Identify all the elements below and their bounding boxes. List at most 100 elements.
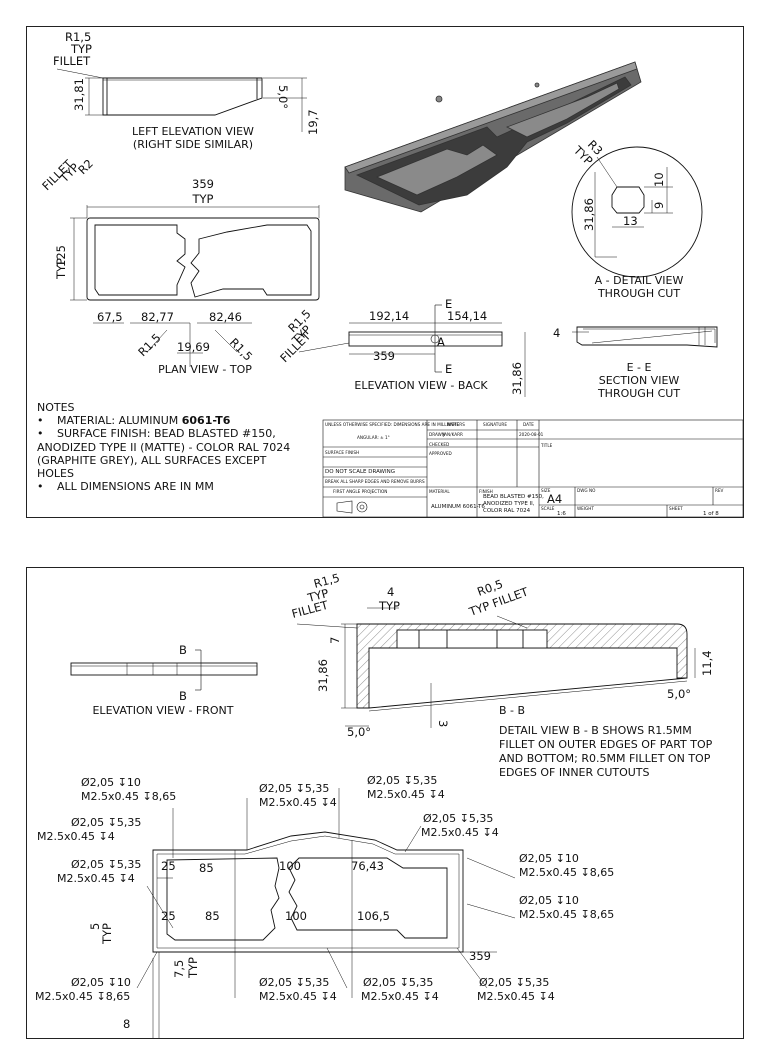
note-1-text: MATERIAL: ALUMINUM — [57, 414, 182, 428]
plan-dim-19-69: 19,69 — [177, 340, 210, 354]
hole-callout-12-thread: M2.5x0.45 ↧4 — [477, 990, 555, 1003]
b-fillet-r15: R1,5 — [312, 571, 341, 591]
section-e-title-1: E - E — [627, 361, 652, 374]
tb-no-scale: DO NOT SCALE DRAWING — [325, 469, 395, 475]
front-view-title: ELEVATION VIEW - FRONT — [92, 704, 233, 717]
plan-radius-left: R1,5 — [135, 331, 163, 359]
tb-projection: FIRST ANGLE PROJECTION — [333, 489, 387, 494]
hole-callout-6-thread: M2.5x0.45 ↧8,65 — [519, 866, 614, 879]
b-fillet-word: FILLET — [290, 598, 330, 621]
b-desc-1: DETAIL VIEW B - B SHOWS R1.5MM — [499, 724, 692, 737]
back-dim-154-14: 154,14 — [447, 309, 487, 323]
notes-block: NOTES •MATERIAL: ALUMINUM 6061-T6 •SURFA… — [37, 401, 337, 493]
tb-name: NAME — [447, 422, 460, 427]
tb-date: DATE — [523, 422, 534, 427]
note-2-line-1: SURFACE FINISH: BEAD BLASTED #150, — [57, 427, 276, 441]
note-1: •MATERIAL: ALUMINUM 6061-T6 — [37, 414, 231, 428]
plan-dim-67-5: 67,5 — [97, 310, 123, 324]
detail-view-a — [571, 146, 703, 278]
dim-359: 359 — [469, 949, 491, 963]
detail-a-title-1: A - DETAIL VIEW — [595, 274, 684, 287]
tb-finish: FINISH — [479, 489, 493, 494]
drawing-sheet-2: B B ELEVATION VIEW - FRONT R1,5 TYP FILL… — [26, 567, 744, 1039]
detail-a-title-2: THROUGH CUT — [597, 287, 680, 300]
hole-callout-11-dia: Ø2,05 ↧5,35 — [363, 976, 433, 989]
tb-material: MATERIAL — [429, 489, 450, 494]
note-2-line-3: (GRAPHITE GREY), ALL SURFACES EXCEPT — [37, 453, 267, 467]
tb-finish-value-3: COLOR RAL 7024 — [483, 508, 531, 514]
b-dim-3: 3 — [436, 720, 450, 727]
dim-76-43: 76,43 — [351, 859, 384, 873]
left-view-title-1: LEFT ELEVATION VIEW — [132, 125, 254, 138]
drawing-sheet-1: R1,5 TYP FILLET 31,81 5,0° 19,7 LEFT ELE… — [26, 26, 744, 518]
tb-size-value: A4 — [547, 492, 562, 506]
tb-surface: SURFACE FINISH — [325, 450, 359, 455]
plan-dim-82-77: 82,77 — [141, 310, 174, 324]
plan-view-title: PLAN VIEW - TOP — [158, 363, 252, 376]
plan-width-dim: 359 — [192, 177, 214, 191]
sheet-2-drawing: B B ELEVATION VIEW - FRONT R1,5 TYP FILL… — [35, 571, 714, 1038]
detail-view-b-b — [296, 607, 696, 728]
dim-8: 8 — [123, 1017, 130, 1031]
hole-callout-1-thread: M2.5x0.45 ↧8,65 — [81, 790, 176, 803]
hole-callout-9-dia: Ø2,05 ↧10 — [71, 976, 131, 989]
plan-radius-right: R1,5 — [227, 335, 255, 363]
left-view-fillet-typ: TYP — [70, 42, 92, 56]
plan-height-typ: TYP — [54, 258, 68, 280]
b-angle-right: 5,0° — [667, 687, 691, 701]
b-dim-11-4: 11,4 — [700, 650, 714, 676]
section-e-top-label: E — [445, 297, 452, 311]
b-dim-4-typ: TYP — [378, 599, 400, 613]
hole-callout-9-thread: M2.5x0.45 ↧8,65 — [35, 990, 130, 1003]
tb-scale: SCALE — [541, 506, 555, 511]
hole-callout-3-dia: Ø2,05 ↧5,35 — [259, 782, 329, 795]
tb-drawn: DRAWN — [429, 432, 445, 437]
dim-25-bottom: 25 — [161, 909, 176, 923]
hole-callout-11-thread: M2.5x0.45 ↧4 — [361, 990, 439, 1003]
tb-scale-value: 1:6 — [557, 511, 566, 517]
section-e-dim-4: 4 — [553, 326, 560, 340]
plan-view-top — [70, 205, 320, 367]
tb-approved: APPROVED — [429, 451, 452, 456]
tb-finish-value-1: BEAD BLASTED #150, — [483, 494, 544, 500]
left-view-title-2: (RIGHT SIDE SIMILAR) — [133, 138, 253, 151]
dim-100-top: 100 — [279, 859, 301, 873]
detail-a-callout: A — [437, 335, 445, 349]
detail-a-dim-10: 10 — [652, 172, 666, 187]
tb-break: BREAK ALL SHARP EDGES AND REMOVE BURRS — [325, 479, 425, 484]
section-b-bottom-label: B — [179, 689, 187, 703]
b-desc-2: FILLET ON OUTER EDGES OF PART TOP — [499, 738, 713, 751]
hole-callout-1-dia: Ø2,05 ↧10 — [81, 776, 141, 789]
note-2-line-2: ANODIZED TYPE II (MATTE) - COLOR RAL 702… — [37, 440, 291, 454]
hole-callout-12-dia: Ø2,05 ↧5,35 — [479, 976, 549, 989]
tb-title: TITLE — [540, 443, 553, 448]
title-block — [322, 419, 743, 517]
plan-width-typ: TYP — [192, 192, 214, 206]
hole-callout-10-dia: Ø2,05 ↧5,35 — [259, 976, 329, 989]
left-view-fillet-label: R1,5 — [65, 30, 91, 44]
left-view-fillet-word: FILLET — [53, 54, 91, 68]
dim-100-bottom: 100 — [285, 909, 307, 923]
section-b-top-label: B — [179, 643, 187, 657]
plan-dim-82-46: 82,46 — [209, 310, 242, 324]
note-3-text: ALL DIMENSIONS ARE IN MM — [57, 480, 214, 494]
hole-callout-2-dia: Ø2,05 ↧5,35 — [71, 816, 141, 829]
left-view-height-dim: 31,81 — [72, 78, 86, 111]
dim-85-top: 85 — [199, 861, 214, 875]
tb-sheet-value: 1 of 8 — [703, 511, 719, 517]
hole-callout-7-thread: M2.5x0.45 ↧8,65 — [519, 908, 614, 921]
dim-25-top: 25 — [161, 859, 176, 873]
note-1-alloy: 6061-T6 — [181, 414, 231, 428]
detail-a-dim-31-86: 31,86 — [582, 198, 596, 231]
hole-callout-10-thread: M2.5x0.45 ↧4 — [259, 990, 337, 1003]
dim-5: 5 — [88, 923, 102, 930]
tb-signature: SIGNATURE — [483, 422, 507, 427]
tb-sheet: SHEET — [669, 506, 683, 511]
tb-checked: CHECKED — [429, 442, 449, 447]
tb-weight: WEIGHT — [577, 506, 594, 511]
left-view-angle-dim: 5,0° — [276, 85, 290, 109]
hole-callout-8-dia: Ø2,05 ↧5,35 — [71, 858, 141, 871]
note-2-line-4: HOLES — [37, 467, 74, 481]
dim-106-5: 106,5 — [357, 909, 390, 923]
back-dim-359: 359 — [373, 349, 395, 363]
